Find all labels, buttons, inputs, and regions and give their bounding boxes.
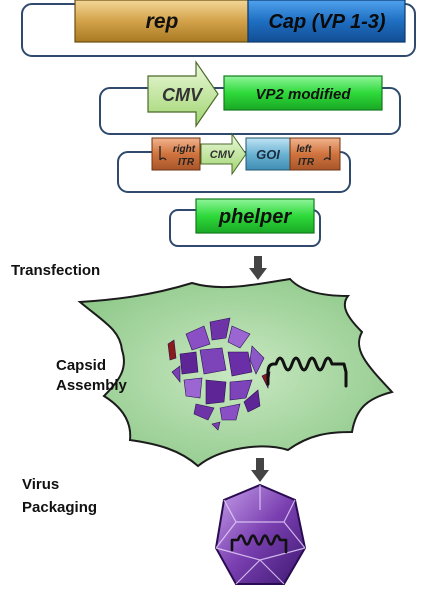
viral-genome-icon — [266, 356, 348, 388]
phelper-label: phelper — [218, 206, 292, 228]
left-itr-box — [289, 137, 341, 171]
cap-gene-box — [247, 0, 406, 43]
step-packaging-label-line1: Virus — [22, 476, 59, 493]
right-itr-hairpin-icon — [159, 146, 167, 161]
step-packaging-label-line2: Packaging — [22, 499, 97, 516]
packaging-arrow-icon — [251, 458, 269, 482]
capsid-fragments-icon — [167, 317, 271, 431]
plasmid-helper: phelper — [169, 198, 321, 247]
transfer-cmv-label: CMV — [210, 149, 236, 161]
plasmid-transfer: right ITR CMV GOI left ITR — [117, 132, 351, 193]
vp2-modified-box — [223, 75, 383, 111]
right-itr-label-line1: right — [173, 144, 196, 155]
cmv-promoter-label: CMV — [162, 85, 204, 105]
left-itr-label-line2: ITR — [298, 157, 315, 168]
step-transfection-label: Transfection — [11, 262, 100, 279]
goi-box — [245, 137, 291, 171]
plasmid-vp2: CMV VP2 modified — [99, 60, 401, 135]
transfection-arrow-icon — [249, 256, 267, 280]
right-itr-label-line2: ITR — [178, 157, 195, 168]
aav-virion-icon — [214, 483, 307, 585]
plasmid-repcap: rep Cap (VP 1-3) — [21, 0, 416, 57]
step-capsid-label-line1: Capsid — [56, 357, 106, 374]
left-itr-label-line1: left — [297, 144, 313, 155]
packaged-genome-icon — [230, 534, 288, 554]
step-capsid-label-line2: Assembly — [56, 377, 128, 394]
left-itr-hairpin-icon — [323, 146, 331, 161]
phelper-box — [195, 198, 315, 234]
rep-label: rep — [146, 10, 179, 33]
transfer-cmv-promoter-arrow — [200, 132, 247, 176]
vp2-modified-label: VP2 modified — [255, 86, 351, 103]
cmv-promoter-arrow — [147, 60, 219, 128]
cap-label: Cap (VP 1-3) — [268, 11, 385, 33]
goi-label: GOI — [256, 147, 280, 162]
rep-gene-box — [74, 0, 249, 43]
